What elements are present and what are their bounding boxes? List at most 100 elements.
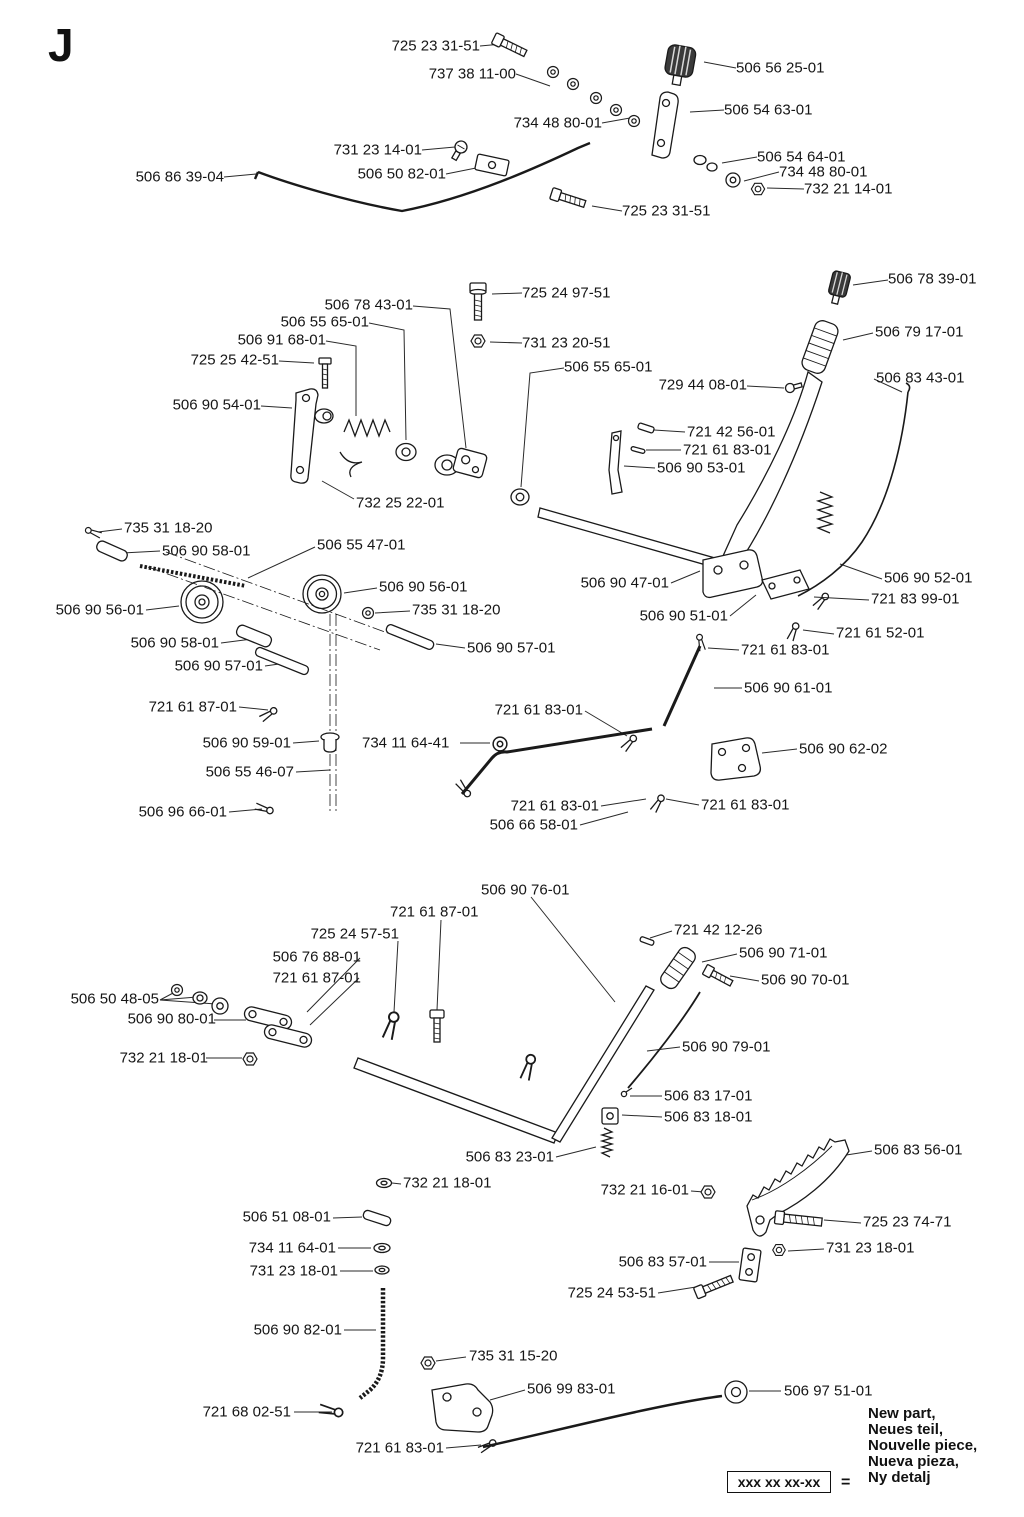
- part-label: 734 11 64-01: [248, 1239, 336, 1257]
- part-label: 506 83 18-01: [664, 1108, 753, 1126]
- part-label: 506 55 65-01: [564, 358, 653, 376]
- part-label: 506 90 82-01: [253, 1321, 342, 1339]
- part-label: 506 55 46-07: [205, 763, 294, 781]
- lever-bracket: [651, 91, 679, 159]
- mount-bracket: [431, 1383, 494, 1433]
- bent-rod: [460, 727, 653, 795]
- pin-icon: [637, 422, 655, 434]
- part-label: 506 90 79-01: [682, 1038, 771, 1056]
- washer-icon: [211, 997, 229, 1015]
- pin-icon: [362, 1209, 392, 1227]
- part-label: 721 61 83-01: [510, 797, 599, 815]
- pulley-icon: [302, 574, 342, 614]
- part-label: 731 23 18-01: [826, 1239, 915, 1257]
- part-label: 729 44 08-01: [658, 376, 747, 394]
- part-label: 721 61 83-01: [355, 1439, 444, 1457]
- part-label: 506 50 82-01: [357, 165, 446, 183]
- part-label: 725 24 53-51: [567, 1284, 656, 1302]
- knob-icon: [664, 44, 697, 87]
- bolt-icon: [491, 32, 528, 58]
- part-label: 506 86 39-04: [135, 168, 224, 186]
- part-label: 732 21 16-01: [600, 1181, 689, 1199]
- part-label: 506 90 61-01: [744, 679, 833, 697]
- wire-rod: [797, 382, 911, 597]
- bolt-vertical-icon: [429, 1009, 445, 1043]
- part-label: 721 61 87-01: [148, 698, 237, 716]
- long-lever: [551, 985, 655, 1143]
- washer-icon: [374, 1265, 390, 1275]
- spring-icon: [599, 1127, 615, 1158]
- part-label: 735 31 18-20: [412, 601, 501, 619]
- part-label: 721 42 56-01: [687, 423, 776, 441]
- part-label: 506 55 47-01: [317, 536, 406, 554]
- part-label: 734 48 80-01: [779, 163, 868, 181]
- legend-line: Ny detalj: [868, 1469, 931, 1486]
- part-label: 506 96 66-01: [138, 803, 227, 821]
- spacer-cylinder: [235, 624, 273, 648]
- part-label: 721 42 12-26: [674, 921, 763, 939]
- triangle-bracket: [710, 737, 762, 781]
- part-label: 506 99 83-01: [527, 1380, 616, 1398]
- part-label: 721 61 87-01: [390, 903, 479, 921]
- legend-line: Nouvelle piece,: [868, 1437, 978, 1454]
- part-label: 506 83 23-01: [465, 1148, 554, 1166]
- part-label: 725 23 74-71: [863, 1213, 952, 1231]
- knob-small-icon: [320, 732, 340, 753]
- part-label: 506 90 53-01: [657, 459, 746, 477]
- part-label: 506 90 70-01: [761, 971, 850, 989]
- clamp-plate: [474, 153, 510, 177]
- part-label: 506 90 57-01: [174, 657, 263, 675]
- part-label: 732 25 22-01: [356, 494, 445, 512]
- centerline: [147, 551, 397, 812]
- clip-icon: [339, 451, 363, 478]
- link-rod: [662, 645, 702, 727]
- small-fitting: [620, 1087, 633, 1098]
- handle-grip-icon: [660, 946, 696, 990]
- part-label: 506 78 43-01: [324, 296, 413, 314]
- part-label: 734 48 80-01: [513, 114, 602, 132]
- part-label: 506 78 39-01: [888, 270, 977, 288]
- part-label: 721 61 52-01: [836, 624, 925, 642]
- part-label: 721 61 83-01: [494, 701, 583, 719]
- part-label: 506 97 51-01: [784, 1382, 873, 1400]
- part-label: 721 83 99-01: [871, 590, 960, 608]
- link-plate: [243, 1006, 293, 1030]
- part-label: 725 23 31-51: [622, 202, 711, 220]
- part-label: 506 90 52-01: [884, 569, 973, 587]
- part-label: 721 68 02-51: [202, 1403, 291, 1421]
- part-label: 721 61 83-01: [741, 641, 830, 659]
- bolt-vertical-icon: [469, 282, 487, 321]
- part-label: 506 66 58-01: [489, 816, 578, 834]
- foot-plate: [702, 549, 764, 599]
- part-label: 721 61 87-01: [272, 969, 361, 987]
- part-label: 506 90 57-01: [467, 639, 556, 657]
- part-label: 506 90 56-01: [55, 601, 144, 619]
- bolt-icon: [549, 187, 587, 209]
- part-label: 506 54 63-01: [724, 101, 813, 119]
- legend-line: New part,: [868, 1405, 936, 1422]
- part-label: 721 61 83-01: [701, 796, 790, 814]
- part-label: 721 61 83-01: [683, 441, 772, 459]
- part-label: 506 90 56-01: [379, 578, 468, 596]
- part-label: 731 23 20-51: [522, 334, 611, 352]
- shaft-rod: [385, 624, 435, 650]
- part-label: 731 23 18-01: [249, 1262, 338, 1280]
- lever-plate: [290, 388, 334, 484]
- part-label: 506 90 58-01: [130, 634, 219, 652]
- diagonal-rod: [353, 1057, 559, 1144]
- legend-line: Neues teil,: [868, 1421, 944, 1438]
- pin-icon: [639, 936, 655, 946]
- part-label: 506 79 17-01: [875, 323, 964, 341]
- legend-new-part-text: New part, Neues teil, Nouvelle piece, Nu…: [868, 1406, 977, 1486]
- bushing-icon: [395, 442, 417, 462]
- part-label: 506 83 17-01: [664, 1087, 753, 1105]
- part-label: 506 90 47-01: [580, 574, 669, 592]
- part-label: 735 31 15-20: [469, 1347, 558, 1365]
- part-label: 731 23 14-01: [333, 141, 422, 159]
- part-label: 506 90 54-01: [172, 396, 261, 414]
- leader-lines: [97, 43, 903, 1449]
- part-label: 506 90 71-01: [739, 944, 828, 962]
- washer-icon: [375, 1177, 393, 1189]
